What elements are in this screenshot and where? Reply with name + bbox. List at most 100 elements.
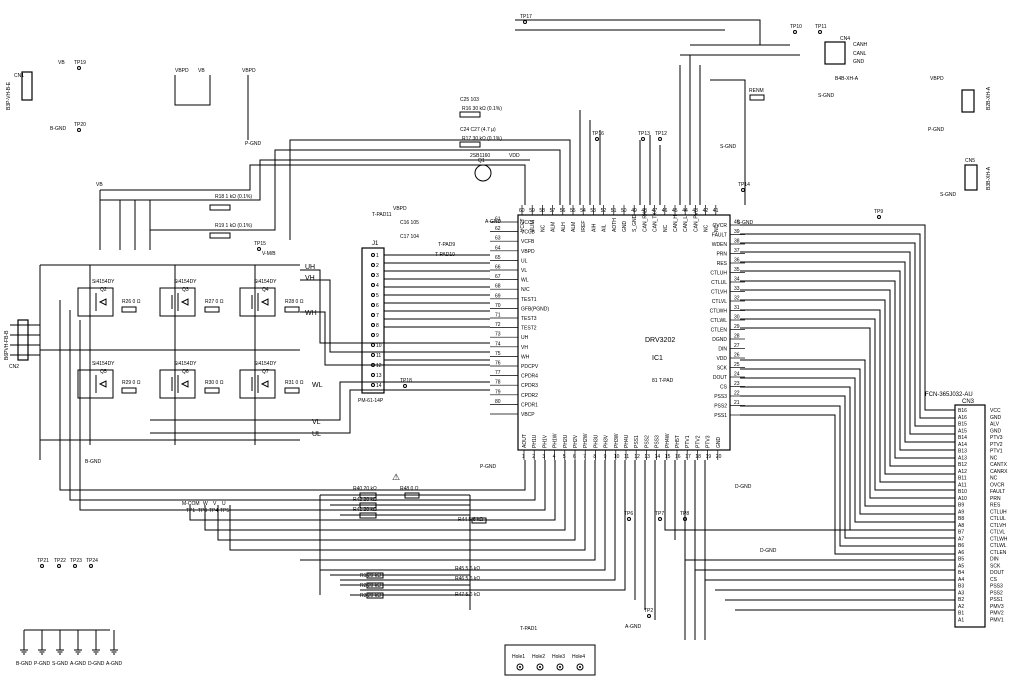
b-gnd-1: B-GND bbox=[50, 126, 67, 132]
test-point-label: TP22 bbox=[54, 558, 66, 564]
cn2-part: B6PVH-FB-B bbox=[4, 330, 10, 360]
mosfet-part: Si4154DY bbox=[92, 361, 115, 367]
mcom-tp5: TP5 bbox=[220, 508, 229, 514]
test-point-label: TP9 bbox=[874, 209, 883, 215]
ic1-left-pin-num: 66 bbox=[495, 265, 501, 271]
ic1-left-pin-num: 69 bbox=[495, 293, 501, 299]
gnd-symbol bbox=[56, 630, 64, 655]
ic1-right-pin-num: 25 bbox=[734, 362, 740, 368]
ic1-bottom-pin-num: 2 bbox=[532, 454, 535, 460]
ic1-left-pin-num: 75 bbox=[495, 351, 501, 357]
test-point-marker bbox=[403, 384, 407, 388]
cn3-ref: CN3 bbox=[962, 399, 975, 405]
hole-circle bbox=[536, 663, 544, 671]
phase-ul: UL bbox=[312, 431, 321, 438]
cn3-pin-name: PMV3 bbox=[990, 604, 1004, 610]
cn3-pin-name: CTLVH bbox=[990, 523, 1006, 529]
ic1-bottom-pin-num: 4 bbox=[553, 454, 556, 460]
ic1-left-pin-num: 68 bbox=[495, 284, 501, 290]
test-point-marker bbox=[89, 564, 93, 568]
ic1-bottom-pin-num: 8 bbox=[593, 454, 596, 460]
ic1-bottom-pin-name: PH4W bbox=[665, 433, 671, 448]
mosfet-bridge: Si4154DYQ2Si4154DYQ3Si4154DYQ4Si4154DYQ5… bbox=[77, 279, 277, 399]
test-point-label: TP10 bbox=[790, 24, 802, 30]
ic1-bottom-pin-name: PH2W bbox=[583, 433, 589, 448]
r18-label: R18 1 kΩ (0.1%) bbox=[215, 194, 252, 200]
ic1-bottom-pin-num: 20 bbox=[716, 454, 722, 460]
tpad9: T-PAD9 bbox=[438, 242, 455, 248]
ic1-bottom-pin-name: PH4U bbox=[624, 434, 630, 448]
ic1-left-pin-name: VL bbox=[521, 268, 527, 274]
cn5-body bbox=[964, 164, 978, 191]
cn3-pin-num: B8 bbox=[958, 516, 964, 522]
ic1-right-pin-name: FAULT bbox=[712, 233, 727, 239]
test-point-label: TP7 bbox=[655, 511, 664, 517]
cn1-part: B3P-VH-B-E bbox=[6, 81, 12, 110]
r46-label: R46 5.6 kΩ bbox=[455, 576, 480, 582]
test-point-label: TP14 bbox=[738, 182, 750, 188]
cn6-part: B2B-XH-A bbox=[986, 86, 992, 110]
wires bbox=[10, 19, 955, 676]
vb-label-1: VB bbox=[58, 60, 65, 66]
j1-pin-num: 3 bbox=[376, 273, 379, 279]
cn3-pin-name: CTLUL bbox=[990, 516, 1006, 522]
test-point-marker bbox=[683, 517, 687, 521]
mosfet-ref: Q6 bbox=[182, 369, 189, 375]
phase-vh: VH bbox=[305, 275, 315, 282]
ic1-left-pin-name: UH bbox=[521, 335, 529, 341]
ic1-right-pins: 40OVCR39FAULT38WDEN37PRN36RES35CTLUH34CT… bbox=[710, 220, 745, 419]
b-gnd-2: B-GND bbox=[85, 459, 102, 465]
ic1-bottom-pin-num: 19 bbox=[706, 454, 712, 460]
mosfet-body bbox=[239, 369, 276, 399]
cn3-pin-num: B6 bbox=[958, 543, 964, 549]
cn1-body bbox=[21, 71, 33, 101]
tpad11: T-PAD11 bbox=[372, 212, 392, 218]
test-point-marker bbox=[658, 517, 662, 521]
vbpd-label-3: VBPD bbox=[393, 206, 407, 212]
cn3-pin-name: DIN bbox=[990, 557, 999, 563]
hole-circle bbox=[556, 663, 564, 671]
ic1-left-pin-name: WL bbox=[521, 278, 529, 284]
j1-pin-num: 6 bbox=[376, 303, 379, 309]
cn3-pin-num: A5 bbox=[958, 563, 964, 569]
ic1-bottom-pin-num: 9 bbox=[604, 454, 607, 460]
hole-center bbox=[519, 666, 521, 668]
j1-pin-num: 12 bbox=[376, 363, 382, 369]
mcom-label: M-COM bbox=[182, 501, 200, 507]
cn3-pin-num: B12 bbox=[958, 462, 967, 468]
ic1-left-pin-num: 62 bbox=[495, 226, 501, 232]
ic1-left-pin-name: TEST3 bbox=[521, 316, 537, 322]
cn3-pin-num: A7 bbox=[958, 536, 964, 542]
j1-pin-dot bbox=[371, 373, 375, 377]
ic1-top-pin-name: AOTH bbox=[612, 218, 618, 232]
s-gnd-4: S-GND bbox=[940, 192, 957, 198]
ic1-right-pin-num: 31 bbox=[734, 305, 740, 311]
ic1-part: DRV3202 bbox=[645, 337, 675, 344]
ic1-left-pin-name: CPDR1 bbox=[521, 402, 538, 408]
ic1-left-pin-num: 73 bbox=[495, 332, 501, 338]
cn3-pin-name: OVCR bbox=[990, 482, 1005, 488]
mosfet-body bbox=[77, 369, 114, 399]
phase-labels: UH VH WH VL WL UL bbox=[305, 264, 323, 438]
phase-uh: UH bbox=[305, 264, 315, 271]
ic1-left-pin-num: 61 bbox=[495, 217, 501, 223]
ic1-left-pin-num: 76 bbox=[495, 361, 501, 367]
cn3-pin-name: PMV2 bbox=[990, 611, 1004, 617]
r47-label: R47 5.6 kΩ bbox=[455, 592, 480, 598]
test-point-marker bbox=[40, 564, 44, 568]
tpad1: T-PAD1 bbox=[520, 626, 537, 632]
cn3-pin-num: A15 bbox=[958, 428, 967, 434]
gnd-symbol-label: B-GND bbox=[16, 661, 33, 667]
vbpd-label-2: VBPD bbox=[242, 68, 256, 74]
r28-label: R28 0 Ω bbox=[285, 299, 304, 305]
ic1-left-pin-num: 79 bbox=[495, 389, 501, 395]
test-point-label: TP2 bbox=[644, 608, 653, 614]
mcom-w: W bbox=[203, 501, 208, 507]
gnd-symbol-label: P-GND bbox=[34, 661, 51, 667]
cn3-pin-name: ALV bbox=[990, 422, 1000, 428]
